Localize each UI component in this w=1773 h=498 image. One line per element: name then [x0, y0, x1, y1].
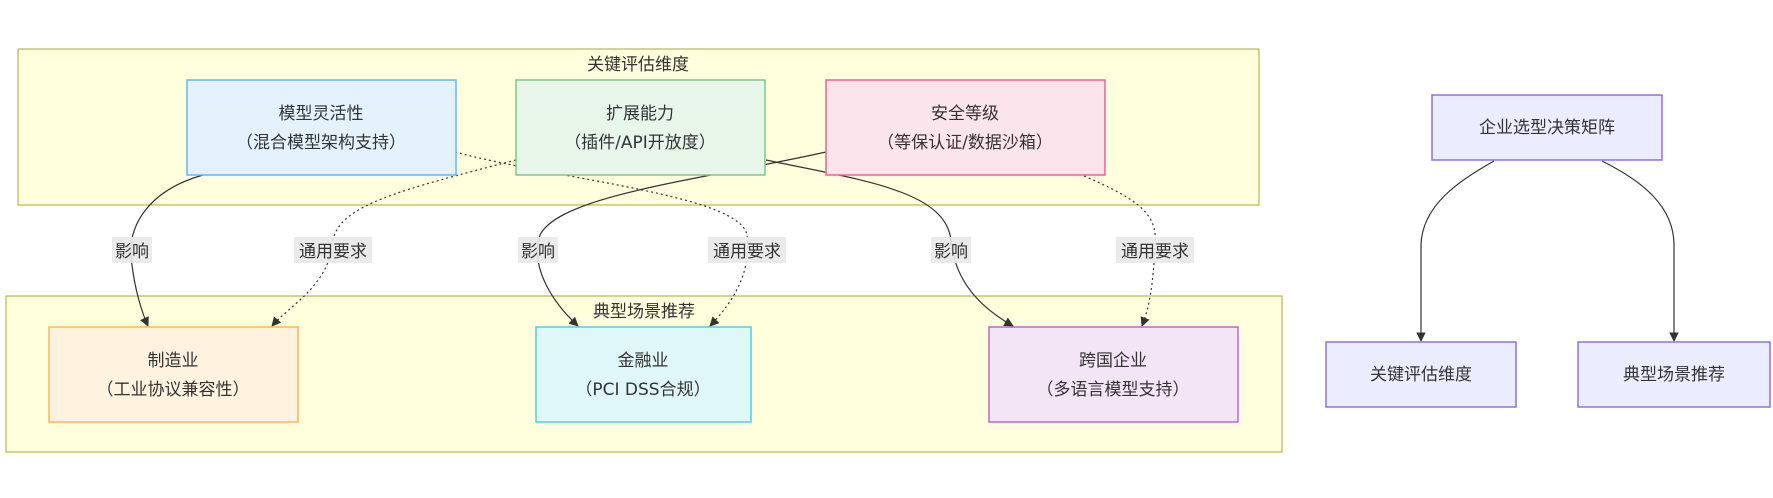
- svg-text:影响: 影响: [115, 242, 149, 262]
- svg-text:（混合模型架构支持）: （混合模型架构支持）: [236, 133, 406, 153]
- svg-text:金融业: 金融业: [618, 351, 669, 371]
- edge-matrix-scene: [1601, 160, 1679, 342]
- edge-label-influence-2: 影响: [518, 237, 558, 263]
- svg-text:（插件/API开放度）: （插件/API开放度）: [564, 133, 716, 153]
- svg-text:（工业协议兼容性）: （工业协议兼容性）: [97, 380, 250, 400]
- svg-text:影响: 影响: [521, 242, 555, 262]
- svg-text:（PCI DSS合规）: （PCI DSS合规）: [575, 380, 710, 400]
- node-decision-matrix[interactable]: 企业选型决策矩阵: [1431, 94, 1663, 161]
- edge-label-general-1: 通用要求: [294, 237, 372, 263]
- node-eval-dimensions[interactable]: 关键评估维度: [1325, 341, 1517, 408]
- node-multinational[interactable]: 跨国企业 （多语言模型支持）: [988, 326, 1239, 423]
- svg-text:影响: 影响: [934, 242, 968, 262]
- svg-text:（等保认证/数据沙箱）: （等保认证/数据沙箱）: [877, 133, 1053, 153]
- svg-text:通用要求: 通用要求: [713, 242, 781, 262]
- svg-text:安全等级: 安全等级: [931, 104, 999, 124]
- node-manufacturing[interactable]: 制造业 （工业协议兼容性）: [48, 326, 299, 423]
- svg-text:通用要求: 通用要求: [1121, 242, 1189, 262]
- node-model-flexibility[interactable]: 模型灵活性 （混合模型架构支持）: [186, 79, 457, 176]
- svg-text:模型灵活性: 模型灵活性: [279, 104, 364, 124]
- edge-label-influence-1: 影响: [112, 237, 152, 263]
- svg-text:典型场景推荐: 典型场景推荐: [1623, 365, 1725, 385]
- svg-text:（多语言模型支持）: （多语言模型支持）: [1037, 380, 1190, 400]
- svg-text:通用要求: 通用要求: [299, 242, 367, 262]
- edge-label-influence-3: 影响: [931, 237, 971, 263]
- svg-text:关键评估维度: 关键评估维度: [1370, 365, 1472, 385]
- edge-flex-fin: [454, 151, 749, 327]
- edge-matrix-eval: [1416, 160, 1495, 342]
- svg-text:扩展能力: 扩展能力: [606, 104, 674, 124]
- node-security-level[interactable]: 安全等级 （等保认证/数据沙箱）: [825, 79, 1106, 176]
- edge-label-general-3: 通用要求: [1116, 237, 1194, 263]
- svg-text:企业选型决策矩阵: 企业选型决策矩阵: [1479, 118, 1615, 138]
- cluster-eval-title: 关键评估维度: [587, 55, 689, 75]
- cluster-scene-title: 典型场景推荐: [593, 302, 695, 322]
- svg-text:跨国企业: 跨国企业: [1079, 351, 1147, 371]
- edge-label-general-2: 通用要求: [708, 237, 786, 263]
- node-extensibility[interactable]: 扩展能力 （插件/API开放度）: [515, 79, 766, 176]
- node-scene-recommend[interactable]: 典型场景推荐: [1577, 341, 1771, 408]
- node-finance[interactable]: 金融业 （PCI DSS合规）: [535, 326, 752, 423]
- svg-text:制造业: 制造业: [148, 351, 199, 371]
